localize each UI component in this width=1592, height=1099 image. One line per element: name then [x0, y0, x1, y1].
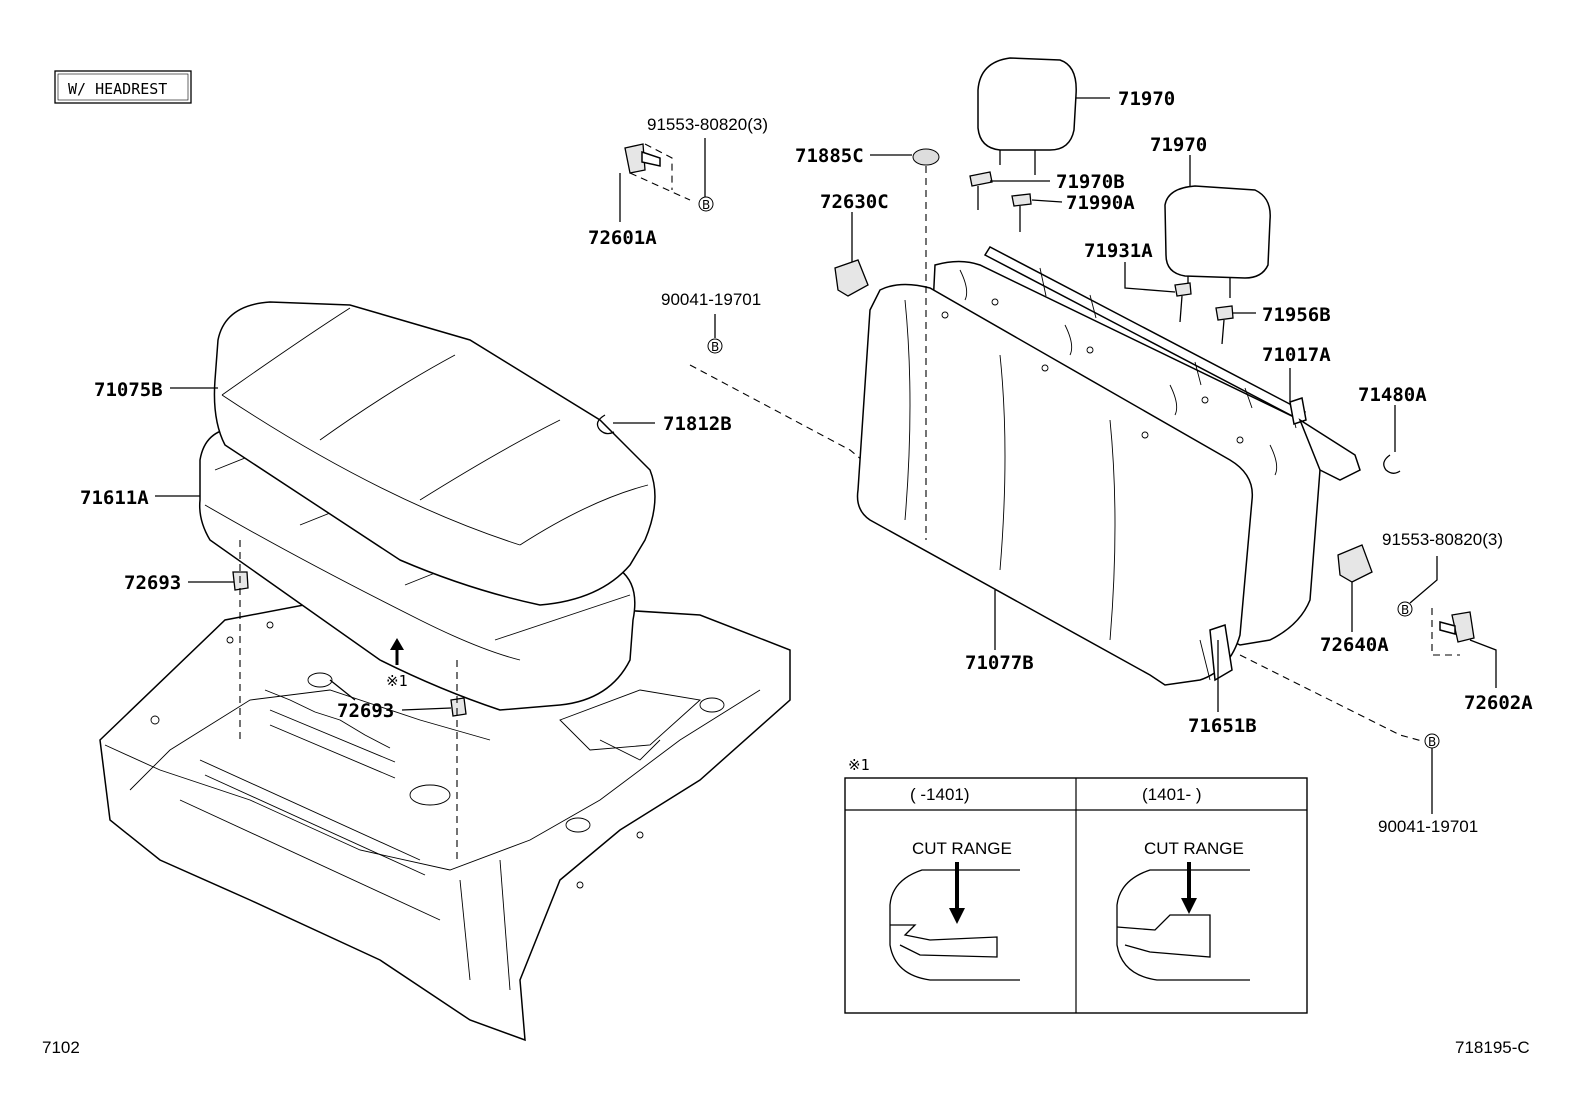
inset-col-left-header: ( -1401)	[910, 785, 970, 804]
label-91553-top: 91553-80820(3)	[647, 115, 768, 134]
label-71075B: 71075B	[94, 379, 163, 401]
callout-b-right: B	[1397, 601, 1413, 617]
callout-b-letter: B	[1428, 735, 1436, 749]
side-bracket-71651B	[1199, 624, 1233, 682]
label-71077B: 71077B	[965, 652, 1034, 674]
label-71651B: 71651B	[1188, 715, 1257, 737]
inset-mark: ※1	[848, 756, 870, 774]
inset-right-panel: CUT RANGE	[1116, 839, 1250, 981]
callout-b-letter: B	[1401, 603, 1409, 617]
label-71990A: 71990A	[1066, 192, 1135, 214]
cap-71885C	[912, 148, 940, 540]
headrest-upper	[977, 57, 1077, 175]
label-72601A: 72601A	[588, 227, 657, 249]
label-71885C: 71885C	[795, 145, 864, 167]
side-cover-72640A	[1337, 544, 1373, 583]
bracket-72601A	[624, 143, 691, 201]
label-71970-upper: 71970	[1118, 88, 1175, 110]
cut-range-label-right: CUT RANGE	[1144, 839, 1244, 858]
side-cover-72630C	[834, 259, 869, 297]
seat-cushion-cover	[213, 301, 656, 606]
label-71970-lower: 71970	[1150, 134, 1207, 156]
inset-left-panel: CUT RANGE	[889, 839, 1020, 981]
label-90041-top: 90041-19701	[661, 290, 761, 309]
label-71931A: 71931A	[1084, 240, 1153, 262]
footer-right-code: 718195-C	[1455, 1038, 1530, 1057]
label-71970B: 71970B	[1056, 171, 1125, 193]
hinge-bar-71017A	[983, 246, 1361, 481]
guide-71956B	[1215, 305, 1234, 345]
ref-arrow	[390, 638, 404, 665]
callout-b-mid: B	[707, 338, 723, 354]
headrest-lower	[1164, 185, 1271, 298]
variant-box-label: W/ HEADREST	[68, 80, 167, 98]
variant-box: W/ HEADREST	[54, 70, 192, 104]
label-72630C: 72630C	[820, 191, 889, 213]
label-72693-left: 72693	[124, 572, 181, 594]
label-71017A: 71017A	[1262, 344, 1331, 366]
callout-b-top: B	[698, 196, 714, 212]
label-90041-bottom: 90041-19701	[1378, 817, 1478, 836]
guide-71990A	[1011, 193, 1032, 232]
label-72640A: 72640A	[1320, 634, 1389, 656]
label-71956B: 71956B	[1262, 304, 1331, 326]
label-71480A: 71480A	[1358, 384, 1427, 406]
clip-71480A	[1383, 454, 1401, 474]
label-71812B: 71812B	[663, 413, 732, 435]
bracket-72602A	[1431, 608, 1475, 656]
callout-b-letter: B	[711, 340, 719, 354]
ref-mark-label: ※1	[386, 672, 408, 690]
pin-71931A	[1174, 282, 1192, 323]
inset-col-right-header: (1401- )	[1142, 785, 1202, 804]
label-72602A: 72602A	[1464, 692, 1533, 714]
label-72693-center: 72693	[337, 700, 394, 722]
clip-71812B	[596, 414, 615, 435]
floor-pan	[99, 599, 791, 1042]
label-71611A: 71611A	[80, 487, 149, 509]
guide-71970B	[969, 171, 993, 210]
leader-lines	[155, 97, 1497, 814]
inset-detail: ※1 ( -1401) (1401- ) CUT RANGE CUT RANGE	[844, 756, 1308, 1014]
cut-range-label-left: CUT RANGE	[912, 839, 1012, 858]
callout-b-bottom: B	[1424, 733, 1440, 749]
label-91553-right: 91553-80820(3)	[1382, 530, 1503, 549]
callout-b-letter: B	[702, 198, 710, 212]
seatback-assembly	[856, 260, 1322, 686]
footer-left-code: 7102	[42, 1038, 80, 1057]
clip-72693-b	[450, 697, 467, 717]
